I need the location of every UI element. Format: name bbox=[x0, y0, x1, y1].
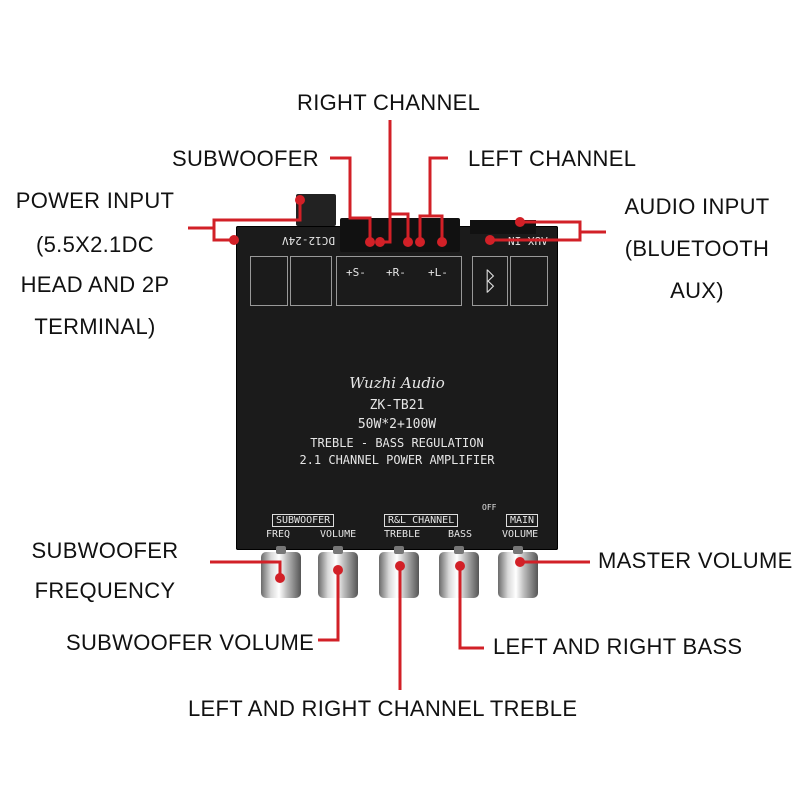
group-rl-label: R&L CHANNEL bbox=[384, 514, 459, 527]
label-left-right-treble: LEFT AND RIGHT CHANNEL TREBLE bbox=[188, 696, 578, 721]
label-right-channel: RIGHT CHANNEL bbox=[297, 90, 481, 115]
group-main-label: MAIN bbox=[506, 514, 539, 527]
brand-logo: Wuzhi Audio bbox=[349, 374, 445, 392]
line-left-channel bbox=[428, 156, 448, 242]
knob-label-sub-volume: VOLUME bbox=[320, 529, 357, 540]
line-audio-input bbox=[490, 230, 606, 242]
line-power-input bbox=[188, 226, 234, 242]
label-left-channel: LEFT CHANNEL bbox=[468, 146, 637, 171]
label-power-input-3: HEAD AND 2P bbox=[20, 272, 170, 297]
label-audio-input-3: AUX) bbox=[670, 278, 724, 303]
label-master-volume: MASTER VOLUME bbox=[598, 548, 793, 573]
knob-label-main-volume: VOLUME bbox=[502, 529, 539, 540]
line-bass bbox=[458, 566, 484, 650]
label-subwoofer-volume: SUBWOOFER VOLUME bbox=[66, 630, 315, 655]
feature-line-2: 2.1 CHANNEL POWER AMPLIFIER bbox=[299, 453, 495, 467]
aux-plug-icon bbox=[510, 256, 548, 306]
label-power-input-1: POWER INPUT bbox=[15, 188, 175, 213]
knob-label-bass: BASS bbox=[448, 529, 473, 540]
line-sub-volume bbox=[318, 570, 340, 642]
line-sub-frequency bbox=[210, 560, 282, 578]
label-left-right-bass: LEFT AND RIGHT BASS bbox=[493, 634, 743, 659]
power-rating: 50W*2+100W bbox=[357, 417, 437, 432]
speaker-r-label: +R- bbox=[386, 266, 406, 279]
feature-line-1: TREBLE - BASS REGULATION bbox=[310, 436, 484, 450]
group-subwoofer-label: SUBWOOFER bbox=[272, 514, 335, 527]
off-label: OFF bbox=[482, 503, 497, 512]
speaker-icons bbox=[336, 256, 462, 306]
model-name: ZK-TB21 bbox=[369, 398, 425, 413]
label-power-input-2: (5.5X2.1DC bbox=[36, 232, 154, 257]
power-jack-icon bbox=[250, 256, 288, 306]
label-subwoofer: SUBWOOFER bbox=[172, 146, 319, 171]
bluetooth-icon: ᛒ bbox=[472, 256, 508, 306]
label-sub-frequency-2: FREQUENCY bbox=[34, 578, 176, 603]
line-subwoofer bbox=[330, 156, 372, 242]
terminal-icon bbox=[290, 256, 332, 306]
speaker-s-label: +S- bbox=[346, 266, 366, 279]
knob-label-freq: FREQ bbox=[266, 529, 291, 540]
label-audio-input-2: (BLUETOOTH bbox=[624, 236, 770, 261]
speaker-l-label: +L- bbox=[428, 266, 448, 279]
label-power-input-4: TERMINAL) bbox=[34, 314, 156, 339]
amplifier-board: DC12-24V AUX-IN +S- +R- +L- ᛒ Wuzhi Audi… bbox=[236, 226, 558, 550]
line-right-channel bbox=[380, 120, 392, 244]
knob-label-treble: TREBLE bbox=[384, 529, 421, 540]
label-sub-frequency-1: SUBWOOFER bbox=[31, 538, 179, 563]
label-audio-input-1: AUDIO INPUT bbox=[624, 194, 770, 219]
